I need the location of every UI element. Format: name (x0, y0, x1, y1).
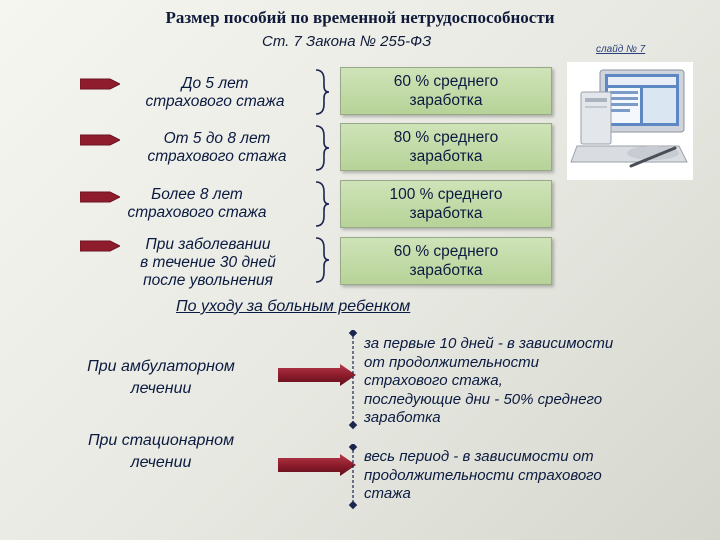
red-arrow-icon (80, 78, 120, 90)
law-reference: Ст. 7 Закона № 255-ФЗ (262, 33, 432, 50)
red-arrow-icon (278, 364, 356, 386)
brace-icon (315, 125, 330, 171)
computer-monitor-icon (567, 62, 693, 180)
red-arrow-icon (278, 454, 356, 476)
bracket-icon (348, 330, 358, 430)
page-title: Размер пособий по временной нетрудоспосо… (165, 8, 555, 27)
brace-icon (315, 181, 330, 227)
bracket-icon (348, 444, 358, 510)
brace-icon (315, 69, 330, 115)
red-arrow-icon (80, 134, 120, 146)
slide-number-link[interactable]: слайд № 7 (596, 44, 646, 55)
brace-icon (315, 237, 330, 283)
red-arrow-icon (80, 191, 120, 203)
child-care-title: По уходу за больным ребенком (176, 298, 411, 315)
red-arrow-icon (80, 240, 120, 252)
